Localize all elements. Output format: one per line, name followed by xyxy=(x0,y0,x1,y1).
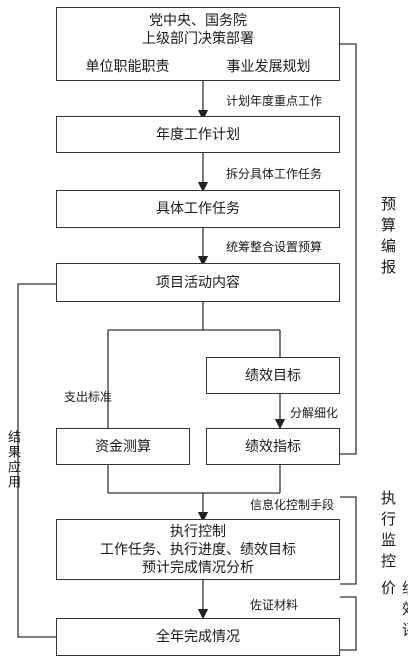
label-info-control: 信息化控制手段 xyxy=(250,498,335,512)
phase-result-use: 结果应用 xyxy=(5,430,20,490)
exec-line1: 执行控制 xyxy=(170,523,226,540)
exec-line2: 工作任务、执行进度、绩效目标 xyxy=(100,541,296,558)
top-right-item: 事业发展规划 xyxy=(226,59,311,75)
label-expense-standard: 支出标准 xyxy=(64,390,113,404)
exec-line3: 预计完成情况分析 xyxy=(142,559,254,576)
box-annual-completion: 全年完成情况 xyxy=(56,618,340,656)
phase-monitor: 执行监控 xyxy=(379,490,397,574)
box-project-content: 项目活动内容 xyxy=(56,263,340,302)
brace-monitor xyxy=(340,496,357,585)
phase-evaluation: 绩效评价 xyxy=(379,580,408,643)
box-execution-control: 执行控制 工作任务、执行进度、绩效目标 预计完成情况分析 xyxy=(56,519,340,580)
box-perf-indicator: 绩效指标 xyxy=(206,428,340,465)
label-plan-key-work: 计划年度重点工作 xyxy=(226,94,323,108)
label-decompose: 分解细化 xyxy=(290,406,339,420)
feedback-loop-line xyxy=(17,283,56,638)
top-left-item: 单位职能职责 xyxy=(85,59,170,75)
top-line2: 上级部门决策部署 xyxy=(142,31,254,47)
top-bottom-row: 单位职能职责 事业发展规划 xyxy=(57,58,339,76)
box-specific-tasks: 具体工作任务 xyxy=(56,190,340,228)
phase-budget: 预算编报 xyxy=(379,196,397,280)
box-fund-calc: 资金测算 xyxy=(56,428,190,465)
label-evidence: 佐证材料 xyxy=(250,598,299,612)
box-top-decisions: 党中央、国务院 上级部门决策部署 单位职能职责 事业发展规划 xyxy=(56,7,340,81)
box-annual-plan: 年度工作计划 xyxy=(56,116,340,153)
brace-budget xyxy=(340,43,357,455)
top-line1: 党中央、国务院 xyxy=(149,13,247,29)
label-budget-setting: 统筹整合设置预算 xyxy=(226,240,323,254)
brace-evaluation xyxy=(340,596,357,651)
box-perf-goal: 绩效目标 xyxy=(206,357,340,394)
label-split-tasks: 拆分具体工作任务 xyxy=(226,167,323,181)
